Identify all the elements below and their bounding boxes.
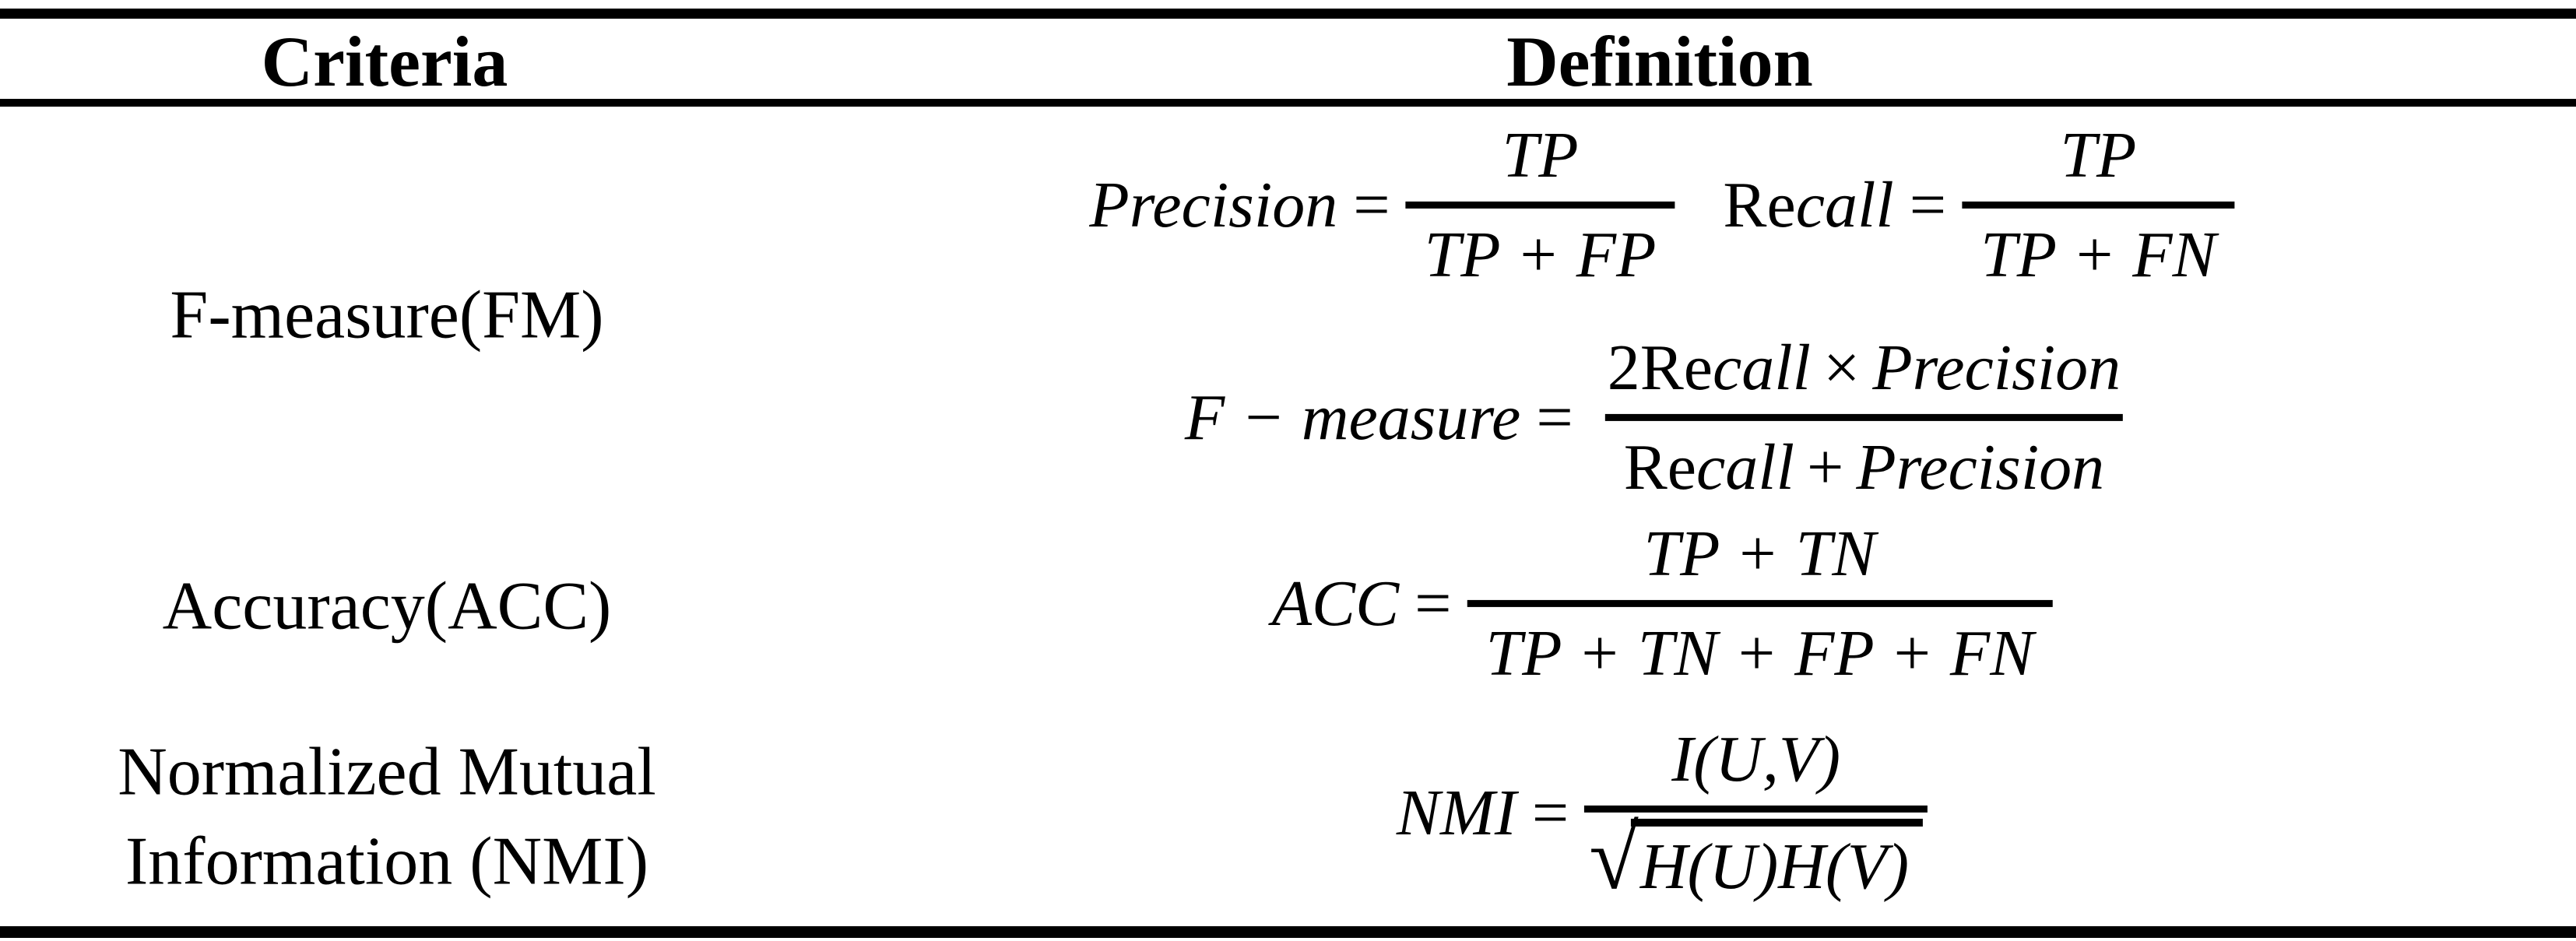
- multiply-sign: ×: [1822, 331, 1861, 404]
- precision-equals-sign: =: [1353, 168, 1390, 241]
- recall-lhs-upright: Re: [1723, 168, 1796, 241]
- row-label-accuracy: Accuracy(ACC): [162, 568, 612, 644]
- precision-denominator: TP + FP: [1405, 201, 1675, 293]
- acc-equals-sign: =: [1415, 567, 1452, 640]
- f-measure-den-call: call: [1696, 430, 1794, 504]
- f-measure-num-call: call: [1713, 331, 1811, 404]
- square-root: √ H(U)H(V): [1589, 813, 1924, 905]
- header-separator-rule: [0, 99, 2576, 107]
- nmi-numerator: I(U,V): [1671, 722, 1841, 795]
- recall-denominator: TP + FN: [1962, 201, 2235, 293]
- recall-lhs-italic: call: [1795, 168, 1894, 241]
- nmi-denominator: √ H(U)H(V): [1584, 805, 1928, 905]
- row-label-f-measure: F-measure(FM): [170, 277, 604, 353]
- nmi-lhs: NMI: [1396, 776, 1516, 849]
- formula-acc: ACC = TP + TN TP + TN + FP + FN: [1272, 517, 2053, 691]
- recall-numerator: TP: [2060, 118, 2137, 191]
- formula-f-measure: F − measure = 2Recall×Precision Recall+P…: [1185, 331, 2139, 505]
- precision-fraction: TP TP + FP: [1405, 118, 1675, 293]
- f-measure-denominator: Recall+Precision: [1604, 413, 2124, 506]
- precision-lhs: Precision: [1089, 168, 1338, 241]
- f-measure-lhs: F − measure: [1184, 381, 1521, 454]
- f-measure-num-coeff: 2Re: [1607, 331, 1713, 404]
- nmi-label-line1: Normalized Mutual: [118, 734, 656, 810]
- formula-precision-recall: Precision = TP TP + FP Re call = TP TP +…: [1089, 118, 2235, 293]
- table-top-rule: [0, 9, 2576, 19]
- f-measure-den-re: Re: [1623, 430, 1696, 504]
- f-measure-numerator: 2Recall×Precision: [1589, 331, 2139, 414]
- table-bottom-rule: [0, 926, 2576, 938]
- sqrt-radical-icon: √: [1589, 808, 1639, 908]
- row-label-nmi: Normalized Mutual Information (NMI): [118, 728, 656, 908]
- f-measure-equals-sign: =: [1536, 381, 1573, 454]
- header-criteria: Criteria: [261, 22, 508, 101]
- nmi-radicand: H(U)H(V): [1630, 818, 1924, 905]
- header-definition: Definition: [1506, 22, 1813, 101]
- f-measure-num-term: Precision: [1872, 331, 2121, 404]
- f-measure-den-term: Precision: [1856, 430, 2105, 504]
- nmi-equals-sign: =: [1531, 776, 1569, 849]
- f-measure-fraction: 2Recall×Precision Recall+Precision: [1589, 331, 2139, 505]
- acc-lhs: ACC: [1271, 567, 1400, 640]
- formula-nmi: NMI = I(U,V) √ H(U)H(V): [1397, 722, 1928, 904]
- recall-fraction: TP TP + FN: [1962, 118, 2235, 293]
- precision-numerator: TP: [1502, 118, 1579, 191]
- recall-equals-sign: =: [1909, 168, 1947, 241]
- acc-denominator: TP + TN + FP + FN: [1467, 599, 2053, 692]
- acc-fraction: TP + TN TP + TN + FP + FN: [1467, 517, 2053, 691]
- nmi-fraction: I(U,V) √ H(U)H(V): [1584, 722, 1928, 904]
- acc-numerator: TP + TN: [1643, 517, 1876, 590]
- plus-sign: +: [1806, 430, 1844, 504]
- nmi-label-line2: Information (NMI): [125, 824, 649, 900]
